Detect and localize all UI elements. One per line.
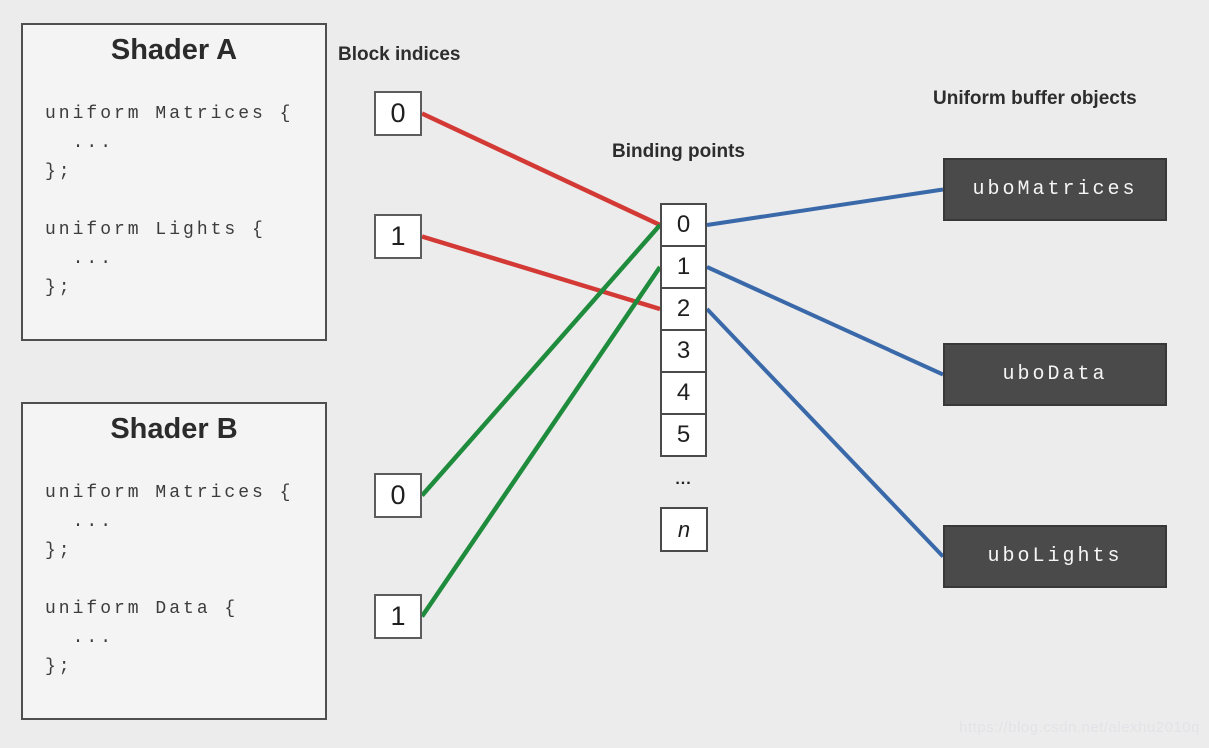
- connector-line: [420, 223, 662, 497]
- ubo-data-box: uboData: [943, 343, 1167, 406]
- shader-a-box: [21, 23, 327, 341]
- ubo-matrices-box: uboMatrices: [943, 158, 1167, 221]
- shader-b-title: Shader B: [110, 413, 238, 445]
- ubo-lights-box: uboLights: [943, 525, 1167, 588]
- binding-point-5: 5: [660, 413, 707, 457]
- binding-points-ellipsis: ...: [675, 471, 692, 488]
- binding-point-4: 4: [660, 371, 707, 415]
- binding-point-n: n: [660, 507, 708, 552]
- shader-b-box: [21, 402, 327, 720]
- binding-point-3: 3: [660, 329, 707, 373]
- shader-b-block-index-0: 0: [374, 473, 422, 518]
- connector-line: [421, 111, 661, 228]
- shader-b-code: uniform Matrices { ... }; uniform Data {…: [45, 483, 294, 677]
- connector-line: [421, 234, 661, 312]
- connector-line: [706, 187, 944, 227]
- uniform-buffer-objects-heading: Uniform buffer objects: [933, 88, 1137, 109]
- shader-b-block-index-1: 1: [374, 594, 422, 639]
- shader-a-block-index-0: 0: [374, 91, 422, 136]
- shader-a-block-index-1: 1: [374, 214, 422, 259]
- connector-line: [706, 265, 944, 377]
- connector-line: [705, 307, 945, 558]
- watermark-url: https://blog.csdn.net/alexhu2010q: [959, 719, 1200, 736]
- block-indices-heading: Block indices: [338, 44, 461, 65]
- binding-points-heading: Binding points: [612, 141, 745, 162]
- shader-a-code: uniform Matrices { ... }; uniform Lights…: [45, 104, 294, 298]
- binding-point-0: 0: [660, 203, 707, 247]
- binding-points-column: 0 1 2 3 4 5: [660, 203, 707, 457]
- binding-point-2: 2: [660, 287, 707, 331]
- connector-line: [420, 265, 662, 618]
- shader-a-title: Shader A: [110, 34, 238, 66]
- binding-point-1: 1: [660, 245, 707, 289]
